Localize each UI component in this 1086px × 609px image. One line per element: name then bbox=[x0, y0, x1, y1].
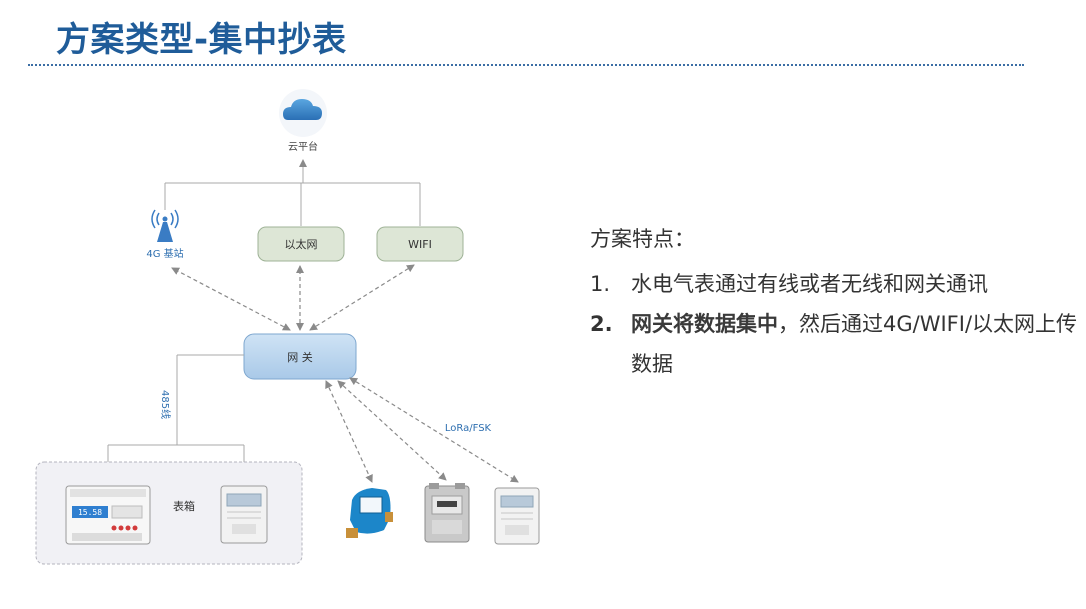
features-panel: 方案特点： 1. 水电气表通过有线或者无线和网关通讯 2. 网关将数据集中，然后… bbox=[590, 220, 1080, 384]
features-heading: 方案特点： bbox=[590, 227, 695, 251]
base-station-label: 4G 基站 bbox=[146, 247, 183, 260]
wifi-box bbox=[376, 226, 464, 262]
cloud-label: 云平台 bbox=[288, 140, 318, 153]
feature-text-wrap: 网关将数据集中，然后通过4G/WIFI/以太网上传数据 bbox=[631, 304, 1080, 384]
base-station-icon bbox=[151, 209, 179, 242]
cloud-icon bbox=[279, 89, 327, 137]
gateway-label: 网 关 bbox=[287, 350, 313, 364]
gateway-uplink-dashed bbox=[171, 264, 415, 331]
meter-box-label: 表箱 bbox=[173, 499, 195, 513]
wifi-label: WIFI bbox=[408, 238, 432, 251]
feature-item-2: 2. 网关将数据集中，然后通过4G/WIFI/以太网上传数据 bbox=[590, 304, 1080, 384]
meter-readout: 15.58 bbox=[78, 508, 102, 517]
page-title: 方案类型-集中抄表 bbox=[56, 20, 347, 60]
water-meter-icon bbox=[346, 488, 393, 538]
title-divider bbox=[28, 64, 1024, 66]
feature-number: 2. bbox=[590, 312, 613, 336]
gateway-box bbox=[243, 333, 357, 380]
lora-label: LoRa/FSK bbox=[445, 423, 492, 434]
electric-meter-wireless-icon bbox=[494, 487, 540, 545]
uplink-lines bbox=[164, 159, 421, 226]
feature-bold-text: 网关将数据集中 bbox=[631, 312, 778, 336]
electric-meter-icon bbox=[220, 485, 268, 544]
feature-text: 水电气表通过有线或者无线和网关通讯 bbox=[631, 272, 988, 296]
feature-item-1: 1. 水电气表通过有线或者无线和网关通讯 bbox=[590, 264, 1080, 304]
ethernet-label: 以太网 bbox=[285, 238, 318, 251]
ethernet-box bbox=[257, 226, 345, 262]
rs485-label: 485线 bbox=[159, 390, 172, 419]
gas-meter-icon bbox=[424, 483, 470, 543]
feature-text: ，然后通过4G/WIFI/以太网上传数据 bbox=[631, 312, 1078, 376]
electric-meter-multi-icon: 15.58 bbox=[65, 485, 151, 545]
lora-links bbox=[325, 377, 519, 483]
feature-number: 1. bbox=[590, 272, 611, 296]
